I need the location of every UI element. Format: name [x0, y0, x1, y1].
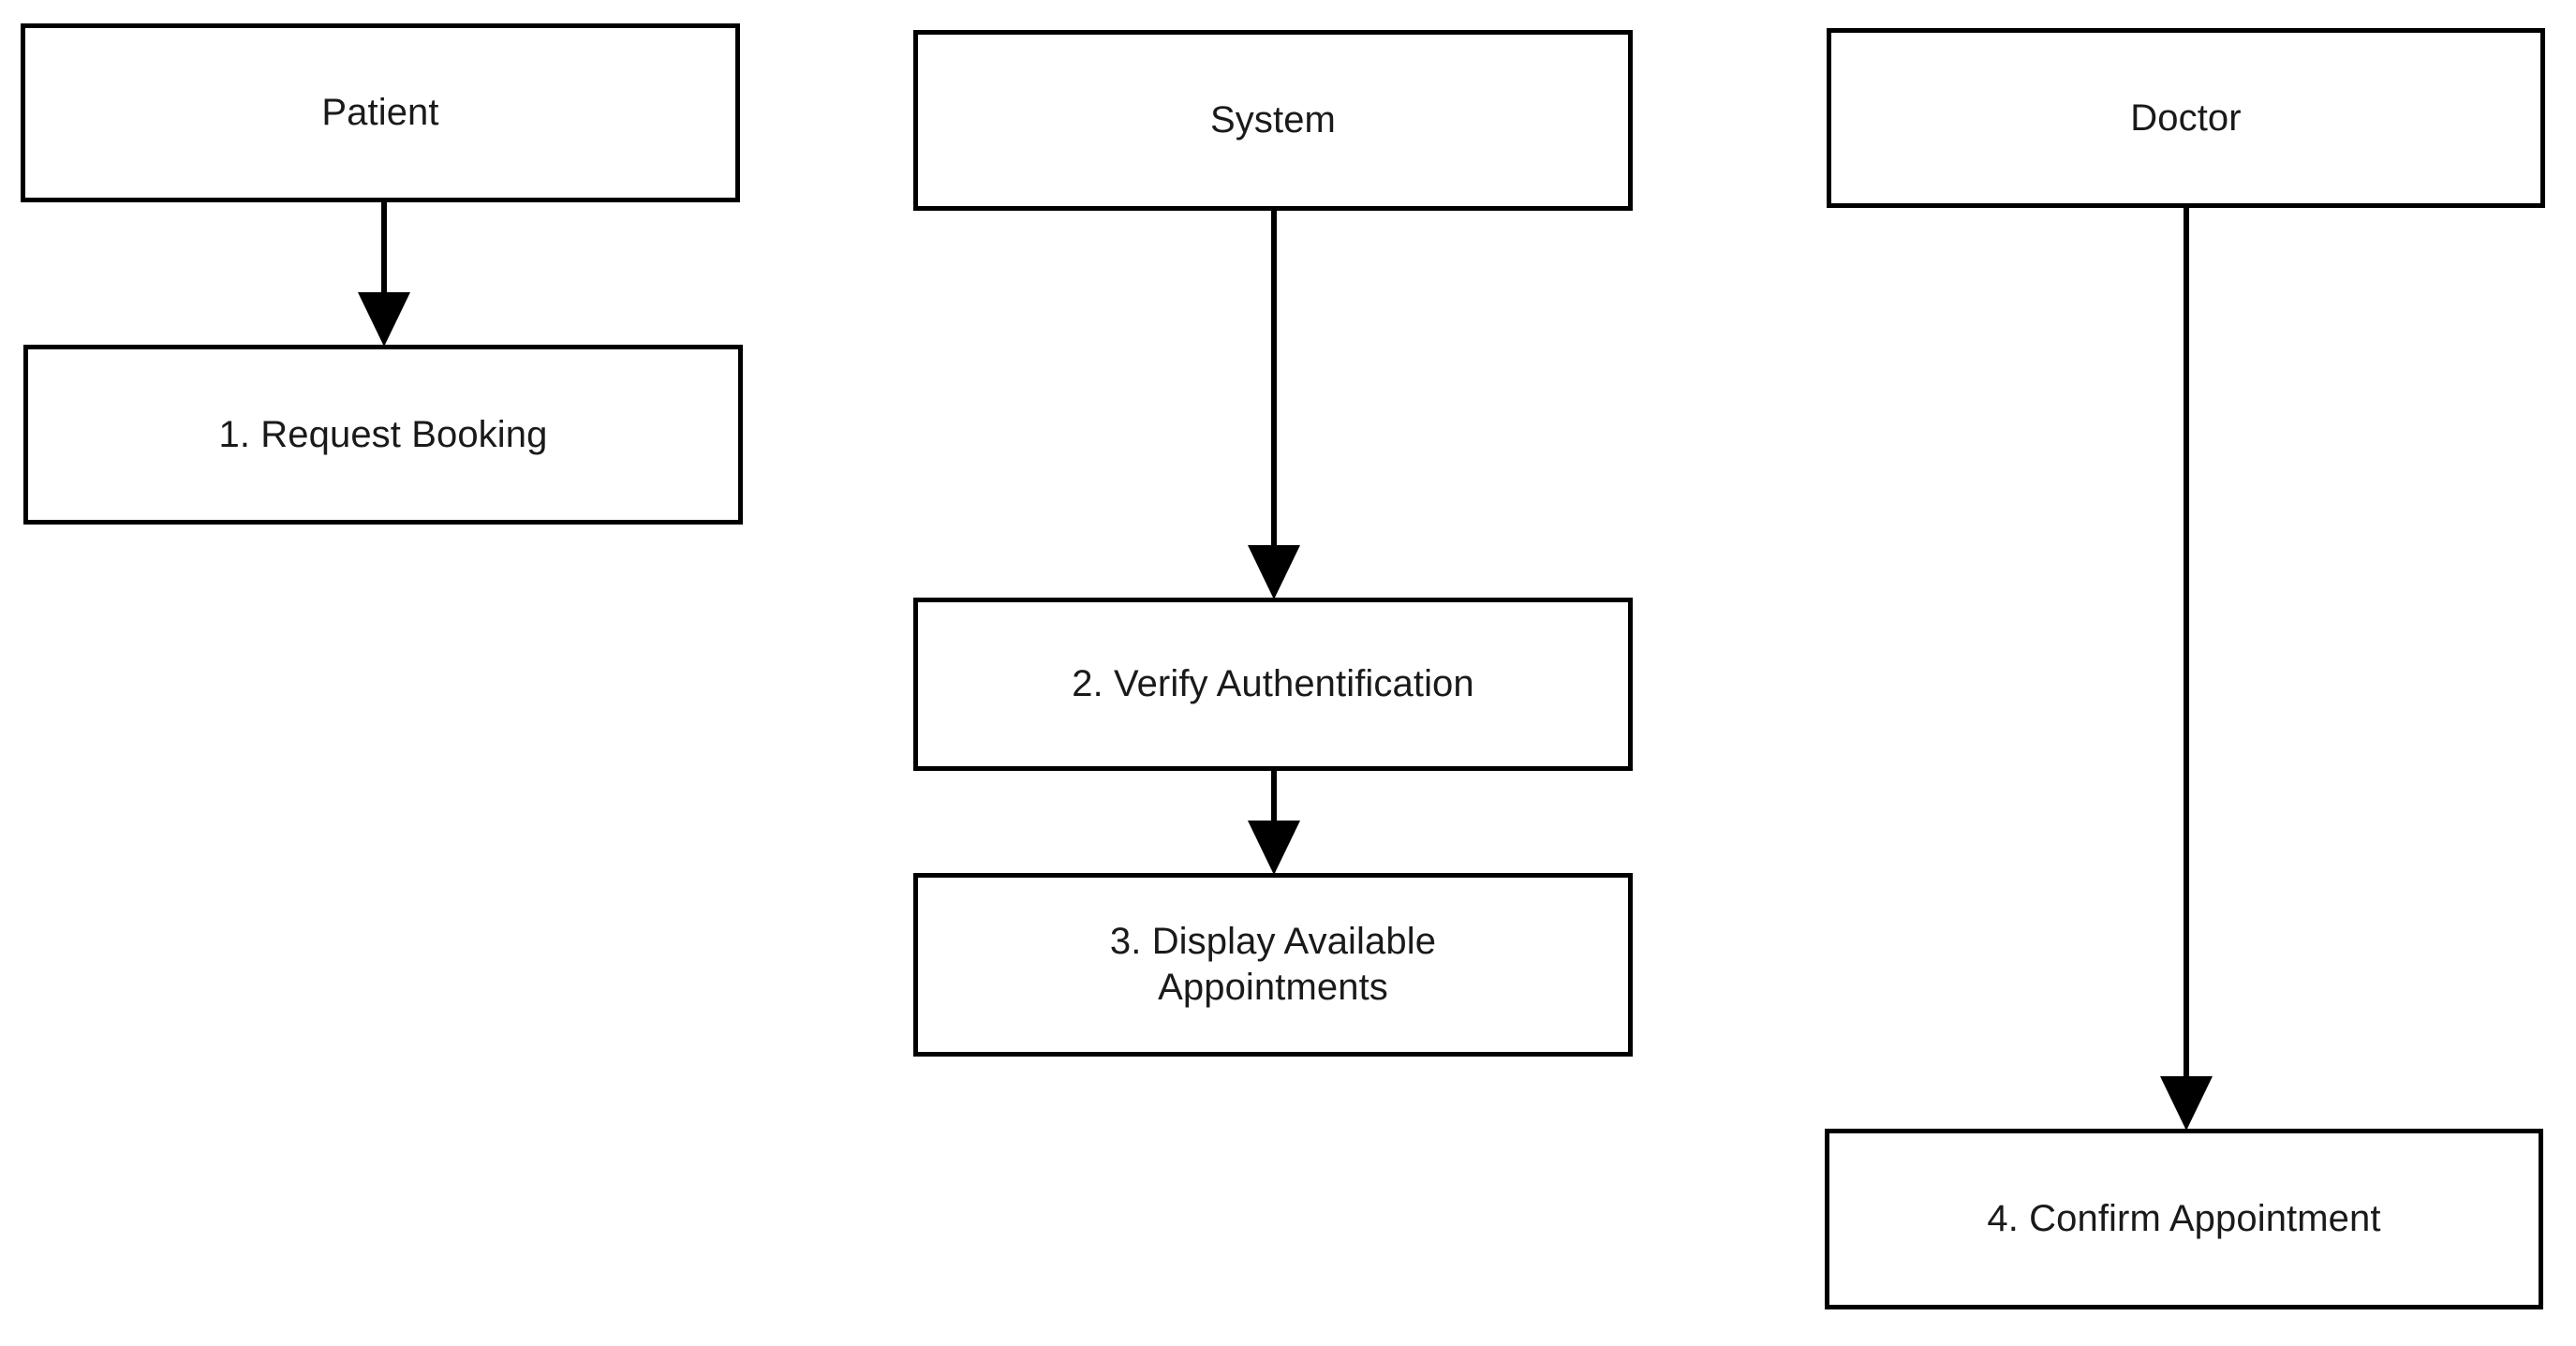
- arrowhead-icon: [358, 292, 410, 347]
- connector-doctor-to-confirm-appointment: [2160, 208, 2213, 1131]
- lane-header-doctor[interactable]: Doctor: [1827, 28, 2545, 208]
- lane-header-doctor-label: Doctor: [2130, 96, 2242, 139]
- lane-header-system-label: System: [1210, 99, 1336, 141]
- step-node-display-available-appointments[interactable]: 3. Display Available Appointments: [913, 873, 1633, 1057]
- step-node-display-available-appointments-label: 3. Display Available Appointments: [1109, 921, 1437, 1008]
- lane-header-patient-label: Patient: [321, 92, 439, 134]
- connector-verify-to-display-appointments: [1248, 771, 1300, 875]
- arrowhead-icon: [2160, 1076, 2213, 1131]
- arrowhead-icon: [1248, 821, 1300, 875]
- arrowhead-icon: [1248, 545, 1300, 599]
- step-node-request-booking[interactable]: 1. Request Booking: [23, 345, 743, 525]
- lane-header-patient[interactable]: Patient: [21, 23, 740, 202]
- step-node-confirm-appointment-label: 4. Confirm Appointment: [1987, 1198, 2381, 1240]
- lane-header-system[interactable]: System: [913, 30, 1633, 211]
- step-node-verify-authentification-label: 2. Verify Authentification: [1072, 663, 1474, 705]
- step-node-confirm-appointment[interactable]: 4. Confirm Appointment: [1825, 1129, 2543, 1309]
- connector-patient-to-request-booking: [358, 202, 410, 347]
- connector-system-to-verify-authentification: [1248, 211, 1300, 599]
- step-node-request-booking-label: 1. Request Booking: [218, 413, 548, 455]
- step-node-verify-authentification[interactable]: 2. Verify Authentification: [913, 598, 1633, 771]
